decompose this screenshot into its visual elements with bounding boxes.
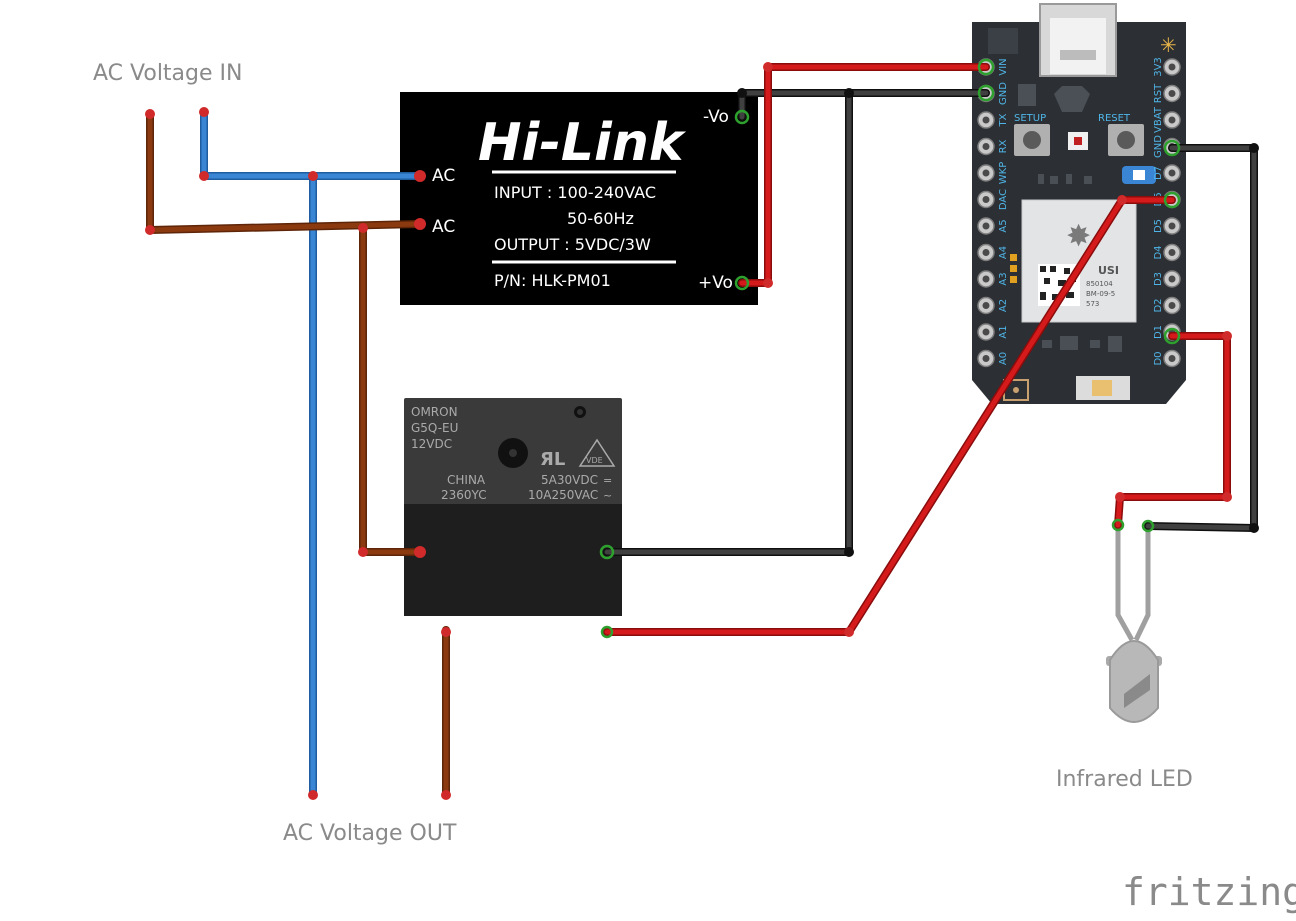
photon-pin-label: VIN (998, 58, 1009, 75)
relay-vde-mark: VDE (586, 456, 603, 465)
photon-pin-label: GND (998, 82, 1009, 105)
photon-board: ✳ SETUP RESET ✸ USI 850104 BM-09-5 573 (972, 3, 1186, 404)
hilink-pin-neg: -Vo (703, 107, 729, 127)
photon-pin-hole (1168, 63, 1176, 71)
photon-pin-hole (1168, 355, 1176, 362)
photon-pin-hole (982, 222, 990, 230)
photon-pin-label: D4 (1153, 245, 1164, 259)
hilink-module: Hi-Link INPUT : 100-240VAC 50-60Hz OUTPU… (400, 92, 758, 305)
photon-pin-label: TX (998, 113, 1009, 127)
hilink-pin-ac2: AC (432, 217, 455, 237)
photon-pin-label: D2 (1153, 298, 1164, 312)
photon-pin-label: GND (1153, 135, 1164, 158)
photon-pin-label: A4 (998, 246, 1009, 259)
photon-pin-hole (1168, 116, 1176, 124)
photon-pin-hole (982, 169, 990, 177)
svg-text:✳: ✳ (1160, 33, 1177, 57)
photon-pin-hole (982, 275, 990, 283)
photon-pin-label: A3 (998, 272, 1009, 285)
photon-pin-label: D0 (1153, 351, 1164, 365)
photon-module-brand: USI (1098, 264, 1119, 277)
photon-pin-label: D7 (1153, 166, 1164, 180)
relay: OMRON G5Q-EU 12VDC ЯL VDE CHINA 2360YC 5… (404, 398, 622, 616)
photon-setup-label: SETUP (1014, 113, 1046, 124)
photon-pin-hole (982, 249, 990, 256)
photon-module-line3: 573 (1086, 300, 1099, 308)
hilink-pin-ac1: AC (432, 166, 455, 186)
photon-pin-hole (982, 355, 990, 362)
photon-reset-label: RESET (1098, 113, 1131, 124)
photon-module-line1: 850104 (1086, 280, 1113, 288)
photon-pin-hole (982, 302, 990, 309)
photon-pin-label: D3 (1153, 272, 1164, 286)
svg-text:~: ~ (603, 489, 612, 502)
relay-origin: CHINA (447, 473, 486, 487)
hilink-pin-pos: +Vo (698, 273, 733, 293)
photon-pin-hole (1168, 222, 1176, 230)
photon-pin-label: A5 (998, 219, 1009, 232)
ir-led (1106, 528, 1162, 723)
wire-joints (145, 58, 1259, 800)
hilink-freq-label: 50-60Hz (567, 209, 634, 228)
relay-rating-dc: 5A30VDC (541, 473, 598, 487)
relay-model: G5Q-EU (411, 421, 458, 435)
photon-pin-hole (982, 116, 990, 124)
hilink-logo: Hi-Link (478, 113, 687, 173)
photon-pin-label: WKP (998, 162, 1009, 184)
photon-pin-hole (1168, 169, 1176, 177)
photon-pin-hole (1168, 90, 1176, 97)
photon-pin-label: A1 (998, 325, 1009, 338)
fritzing-logo: fritzing (1122, 870, 1296, 914)
photon-pin-label: RX (998, 139, 1009, 153)
infrared-led-label: Infrared LED (1056, 767, 1193, 792)
photon-pin-label: D5 (1153, 219, 1164, 233)
photon-pin-label: DAC (998, 189, 1009, 210)
photon-pin-hole (982, 196, 990, 203)
ac-voltage-in-label: AC Voltage IN (93, 61, 242, 86)
photon-pin-label: 3V3 (1153, 57, 1164, 77)
photon-pin-hole (1168, 275, 1176, 283)
photon-pin-label: VBAT (1153, 106, 1164, 133)
ac-voltage-out-label: AC Voltage OUT (283, 821, 457, 846)
relay-brand: OMRON (411, 405, 458, 419)
relay-coil: 12VDC (411, 437, 452, 451)
hilink-output-label: OUTPUT : 5VDC/3W (494, 235, 651, 254)
relay-code: 2360YC (441, 488, 487, 502)
photon-pin-label: A2 (998, 299, 1009, 312)
relay-ul-mark: ЯL (540, 449, 565, 470)
photon-module-line2: BM-09-5 (1086, 290, 1115, 298)
photon-pin-hole (1168, 302, 1176, 309)
photon-pin-hole (982, 328, 990, 336)
photon-pin-hole (982, 143, 990, 150)
svg-text:=: = (603, 474, 612, 487)
photon-pin-label: A0 (998, 352, 1009, 365)
relay-rating-ac: 10A250VAC (528, 488, 598, 502)
photon-pin-hole (1168, 249, 1176, 256)
hilink-input-label: INPUT : 100-240VAC (494, 183, 656, 202)
photon-pin-label: RST (1153, 83, 1164, 103)
photon-pin-label: D1 (1153, 325, 1164, 339)
hilink-pn-label: P/N: HLK-PM01 (494, 271, 611, 290)
